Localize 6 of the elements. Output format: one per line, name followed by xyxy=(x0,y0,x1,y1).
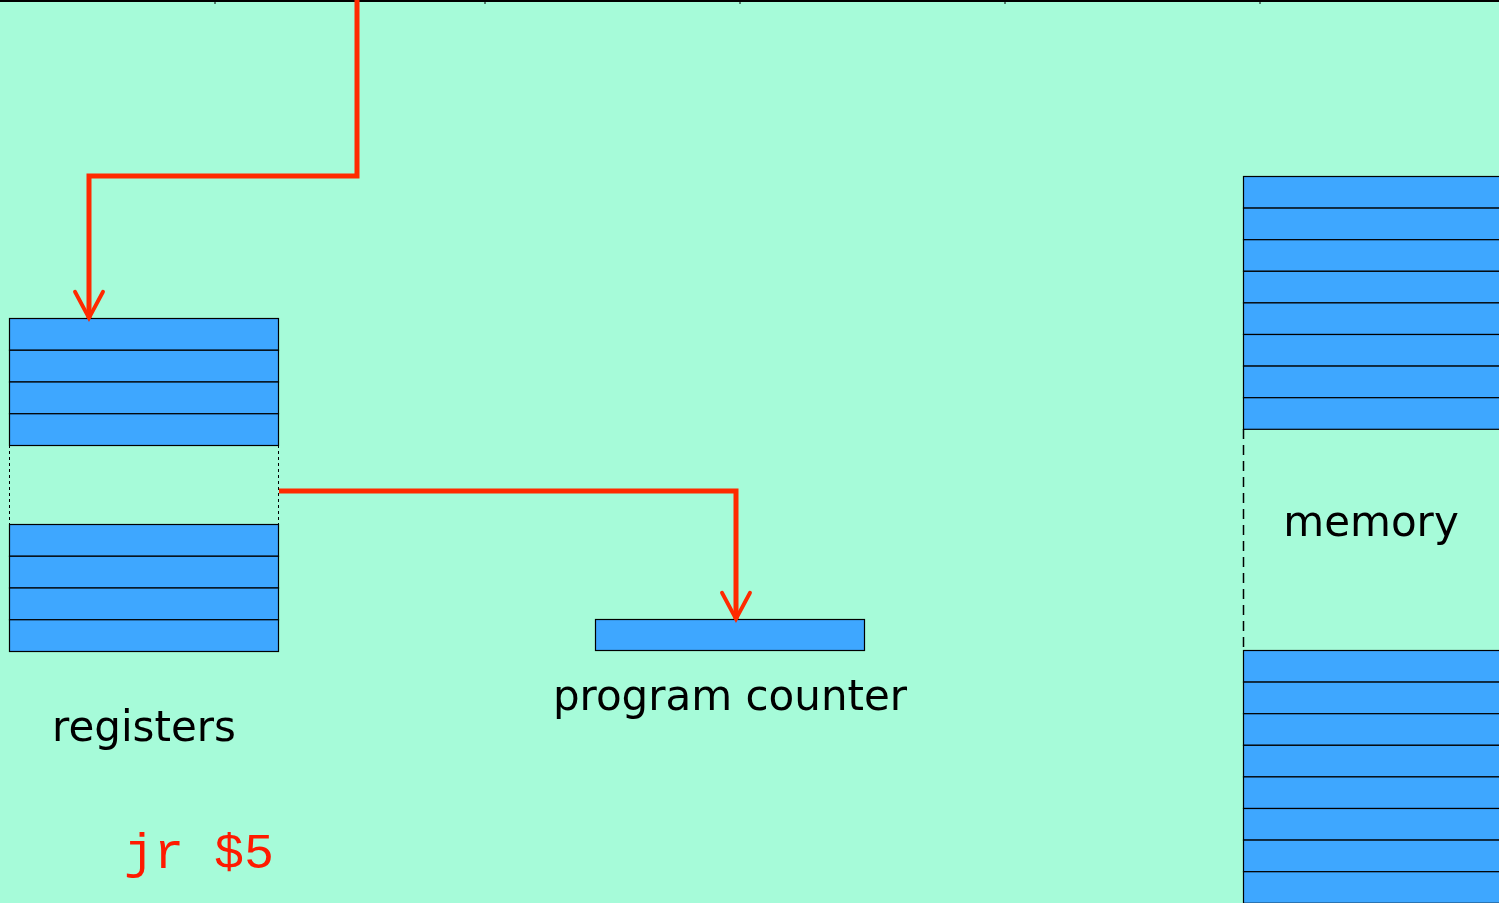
arrow xyxy=(73,0,360,320)
component-label: program counter xyxy=(551,675,909,717)
component-label: memory xyxy=(1282,501,1460,543)
instruction-text: jr $5 xyxy=(124,830,275,880)
arrow xyxy=(279,488,752,621)
component-label: registers xyxy=(51,706,237,748)
